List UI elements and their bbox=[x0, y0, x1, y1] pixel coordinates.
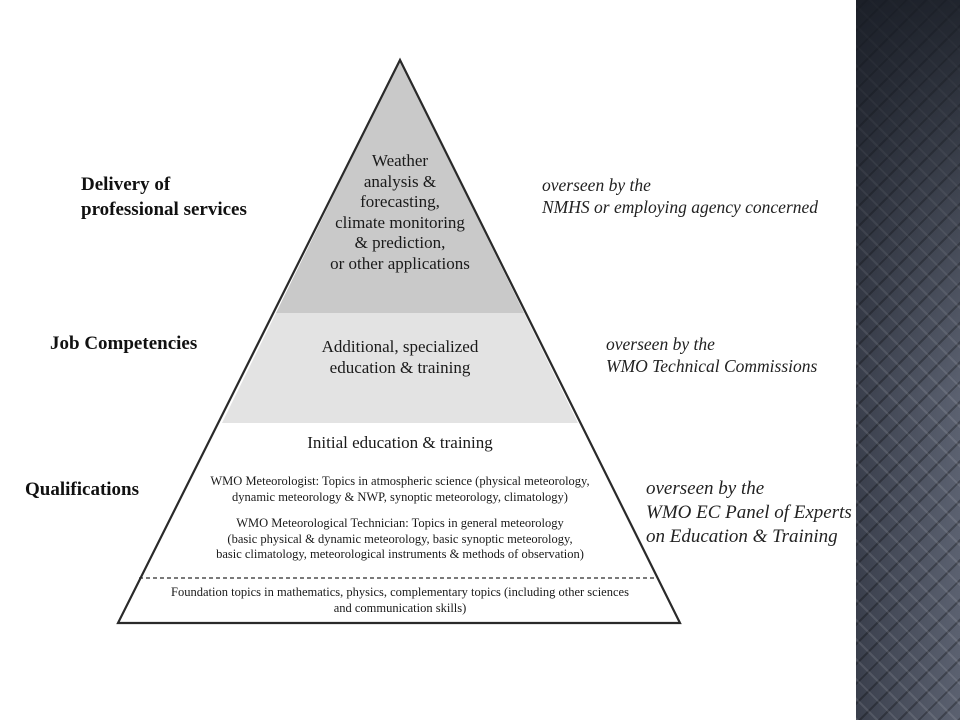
pyramid-tier-qualifications bbox=[118, 423, 680, 623]
oversight-competencies: overseen by the WMO Technical Commission… bbox=[606, 334, 818, 376]
pyramid-tier-delivery bbox=[276, 60, 524, 313]
technician-topics: WMO Meteorological Technician: Topics in… bbox=[216, 516, 584, 561]
label-delivery: Delivery of professional services bbox=[81, 174, 247, 220]
label-qualifications: Qualifications bbox=[25, 479, 140, 500]
pyramid-diagram bbox=[116, 57, 682, 625]
oversight-delivery: overseen by the NMHS or employing agency… bbox=[542, 175, 819, 217]
foundation-topics: Foundation topics in mathematics, physic… bbox=[171, 585, 629, 615]
decorative-sidebar bbox=[856, 0, 960, 720]
apex-content: Weather analysis & forecasting, climate … bbox=[330, 151, 470, 273]
label-job-competencies: Job Competencies bbox=[50, 333, 198, 354]
meteorologist-topics: WMO Meteorologist: Topics in atmospheric… bbox=[210, 474, 590, 504]
pyramid-outline bbox=[116, 57, 682, 625]
middle-content: Additional, specialized education & trai… bbox=[321, 337, 479, 377]
pyramid-tier-competencies bbox=[222, 313, 578, 423]
slide: Delivery of professional services Job Co… bbox=[25, 57, 852, 625]
initial-training-heading: Initial education & training bbox=[307, 433, 493, 452]
oversight-qualifications: overseen by the WMO EC Panel of Experts … bbox=[646, 478, 852, 547]
